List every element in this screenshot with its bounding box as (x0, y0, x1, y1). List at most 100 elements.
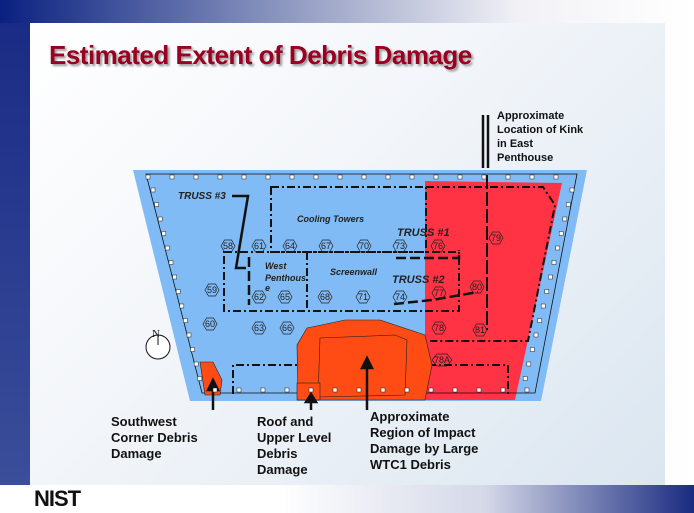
anchor-marker (313, 174, 319, 180)
anchor-marker (433, 174, 439, 180)
west-penthouse-label-3: e (265, 283, 270, 293)
anchor-marker (265, 174, 271, 180)
left-decor-bar (0, 23, 30, 485)
column-marker (251, 321, 267, 335)
callout-line: in East (497, 138, 534, 150)
column-label: 67 (321, 241, 331, 251)
anchor-marker (524, 387, 530, 393)
column-marker (472, 323, 488, 337)
anchor-marker (505, 174, 511, 180)
anchor-marker (179, 303, 185, 309)
callout-line: Damage (257, 462, 308, 477)
anchor-marker (380, 387, 386, 393)
north-compass-icon: N (145, 328, 171, 360)
anchor-marker (236, 387, 242, 393)
anchor-marker (553, 174, 559, 180)
column-label: 70 (359, 241, 369, 251)
column-marker (204, 283, 220, 297)
bottom-decor-bar (0, 485, 694, 513)
column-marker (282, 239, 298, 253)
anchor-marker (476, 387, 482, 393)
column-label: 81 (475, 325, 485, 335)
column-label: 77 (434, 288, 444, 298)
kink-callout: Approximate Location of Kink in East Pen… (497, 109, 583, 165)
column-label: 76 (433, 241, 443, 251)
anchor-marker (385, 174, 391, 180)
east-damage-region (425, 181, 562, 400)
west-penthouse-label-2: Penthous (265, 273, 306, 283)
anchor-marker (566, 202, 571, 207)
anchor-marker (529, 174, 535, 180)
anchor-marker (161, 231, 167, 236)
column-label: 74 (395, 292, 405, 302)
callout-line: Upper Level (257, 430, 332, 445)
callout-line: Roof and (257, 414, 314, 429)
anchor-marker (289, 174, 295, 180)
column-label: 65 (280, 292, 290, 302)
perimeter-anchors (145, 174, 575, 393)
anchor-marker (217, 174, 223, 180)
anchor-marker (356, 387, 362, 393)
column-marker (430, 239, 446, 253)
anchor-marker (569, 187, 575, 193)
anchor-marker (404, 387, 410, 393)
anchor-marker (558, 231, 564, 236)
impact-region (296, 319, 433, 401)
column-label: 71 (358, 292, 368, 302)
anchor-marker (481, 174, 487, 180)
anchor-marker (540, 303, 546, 309)
column-label: 62 (254, 292, 264, 302)
column-label: 58 (223, 241, 233, 251)
anchor-marker (308, 387, 314, 393)
anchor-marker (260, 387, 266, 393)
callout-line: Approximate (497, 110, 565, 122)
anchor-marker (197, 376, 203, 381)
column-label: 79 (491, 233, 501, 243)
anchor-marker (169, 174, 175, 180)
anchor-marker (154, 202, 159, 207)
anchor-marker (168, 260, 174, 265)
column-label: 73 (395, 241, 405, 251)
southwest-callout: Southwest Corner Debris Damage (111, 414, 198, 462)
anchor-marker (150, 187, 156, 193)
anchor-marker (537, 318, 542, 323)
anchor-marker (361, 174, 367, 180)
callout-line: WTC1 Debris (370, 457, 451, 472)
anchor-marker (157, 216, 163, 222)
column-marker (392, 290, 408, 304)
column-marker (431, 321, 447, 335)
anchor-marker (522, 376, 528, 381)
truss2-label: TRUSS #2 (392, 274, 445, 286)
anchor-marker (533, 332, 539, 338)
anchor-marker (457, 174, 463, 180)
column-marker (318, 239, 334, 253)
column-label: 80 (472, 282, 482, 292)
column-label: 63 (254, 323, 264, 333)
column-marker (279, 321, 295, 335)
column-marker (251, 239, 267, 253)
column-label: 66 (282, 323, 292, 333)
anchor-marker (548, 274, 553, 280)
anchor-marker (284, 387, 290, 393)
anchor-marker (544, 289, 550, 294)
anchor-marker (212, 387, 218, 393)
east-penthouse-outline (426, 186, 557, 342)
anchor-marker (530, 347, 535, 352)
callout-line: Damage (111, 446, 162, 461)
column-marker (392, 239, 408, 253)
nist-logo: NIST (34, 486, 81, 511)
anchor-marker (145, 174, 151, 180)
anchor-marker (183, 318, 188, 323)
column-label: 78A (434, 355, 450, 365)
anchor-marker (555, 245, 560, 251)
anchor-marker (452, 387, 458, 393)
callout-line: Corner Debris (111, 430, 198, 445)
column-marker (251, 290, 267, 304)
penthouse-outline (223, 251, 460, 312)
callout-line: Southwest (111, 414, 177, 429)
anchor-marker (409, 174, 415, 180)
column-label: 59 (207, 285, 217, 295)
column-marker (488, 231, 504, 245)
